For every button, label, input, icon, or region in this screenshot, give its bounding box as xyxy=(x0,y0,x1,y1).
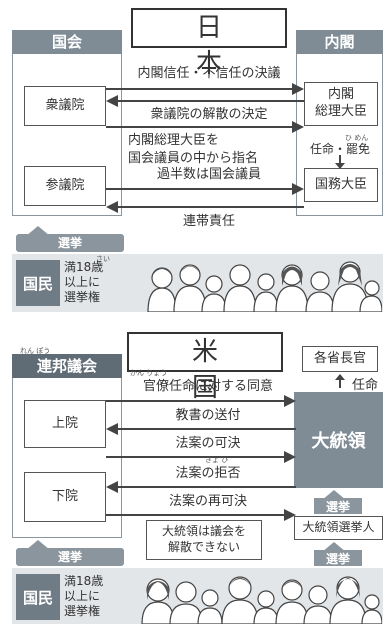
message-arrow xyxy=(106,420,296,435)
no-dissolution-line1: 大統領は議会を xyxy=(161,524,246,539)
usa-people-label: 国民 xyxy=(16,574,60,620)
joint-responsibility-arrow xyxy=(106,198,304,213)
usa-elig-3: 選挙権 xyxy=(64,604,101,618)
usa-election-arrow-icon xyxy=(26,540,50,550)
dissolution-label: 衆議院の解散の決定 xyxy=(150,107,268,122)
japan-election-arrow-icon xyxy=(26,226,50,236)
cabinet-header: 内閣 xyxy=(296,30,383,54)
majority-label: 過半数は国会議員 xyxy=(156,167,261,182)
appoint-dismiss-ruby: ひ めん xyxy=(345,134,369,142)
majority-arrow xyxy=(106,180,304,195)
pm-line2: 総理大臣 xyxy=(314,104,367,119)
senate-box: 上院 xyxy=(24,400,106,448)
appoint-up-arrow-icon xyxy=(334,373,346,388)
no-dissolution-box: 大統領は議会を 解散できない xyxy=(146,520,262,560)
president-box: 大統領 xyxy=(294,392,383,488)
japan-elig-2: 以上に xyxy=(64,275,101,289)
appoint-dismiss-label: 任命・罷免 xyxy=(309,142,370,156)
diet-header: 国会 xyxy=(12,30,122,54)
japan-election-label: 選挙 xyxy=(16,234,124,252)
bill-pass-label: 法案の可決 xyxy=(175,436,241,451)
dissolution-arrow xyxy=(106,92,304,107)
japan-title: 日 本 xyxy=(131,8,287,79)
usa-elig-2: 以上に xyxy=(64,589,101,603)
veto-arrow xyxy=(106,478,296,493)
president-election-arrow-icon xyxy=(322,490,346,500)
pm-line1: 内閣 xyxy=(327,87,354,103)
electors-box: 大統領選挙人 xyxy=(294,516,383,540)
no-confidence-arrow xyxy=(106,80,304,95)
message-label: 教書の送付 xyxy=(175,408,241,423)
japan-eligibility-ruby: さい xyxy=(96,255,110,263)
ministers-box: 国務大臣 xyxy=(304,168,378,202)
japan-eligibility: 満18歳 以上に 選挙権 xyxy=(64,260,124,305)
usa-eligibility: 満18歳 以上に 選挙権 xyxy=(64,574,124,619)
japan-elig-1: 満18歳 xyxy=(64,260,104,274)
nominate-arrow xyxy=(106,118,304,133)
congress-ruby: れん ぽう xyxy=(20,347,51,355)
usa-elig-1: 満18歳 xyxy=(64,574,104,588)
joint-responsibility-label: 連帯責任 xyxy=(182,214,235,229)
consent-ruby: かん りょう xyxy=(130,369,168,377)
usa-citizens-illustration xyxy=(136,570,383,625)
secretaries-box: 各省長官 xyxy=(302,346,378,372)
repass-arrow xyxy=(106,506,296,521)
japan-citizens-illustration xyxy=(142,256,383,313)
consent-arrow xyxy=(106,392,296,407)
nominate-label-1: 内閣総理大臣を xyxy=(128,133,220,148)
electors-election-arrow-icon xyxy=(322,542,346,552)
appoint-label: 任命 xyxy=(352,378,379,393)
veto-ruby: きょ ひ xyxy=(205,456,229,464)
house-box: 下院 xyxy=(24,472,106,522)
japan-people-label: 国民 xyxy=(16,260,60,306)
bill-pass-arrow xyxy=(106,448,296,463)
president-election-label: 選挙 xyxy=(314,498,362,514)
usa-election-label: 選挙 xyxy=(16,548,124,566)
congress-header: 連邦議会 xyxy=(12,354,122,378)
lower-house-box: 衆議院 xyxy=(24,86,106,126)
no-confidence-label: 内閣信任・不信任の決議 xyxy=(137,66,281,81)
no-dissolution-line2: 解散できない xyxy=(167,540,240,554)
veto-label: 法案の拒否 xyxy=(175,466,241,481)
japan-elig-3: 選挙権 xyxy=(64,290,101,304)
appoint-arrow-icon xyxy=(334,154,346,169)
electors-election-label: 選挙 xyxy=(314,550,362,566)
repass-label: 法案の再可決 xyxy=(168,494,247,509)
upper-house-box: 参議院 xyxy=(24,166,106,206)
prime-minister-box: 内閣 総理大臣 xyxy=(304,82,378,126)
consent-label: 官僚任命に対する同意 xyxy=(142,379,273,394)
usa-title: 米 国 xyxy=(127,332,283,403)
nominate-label-2: 国会議員の中から指名 xyxy=(128,151,259,166)
